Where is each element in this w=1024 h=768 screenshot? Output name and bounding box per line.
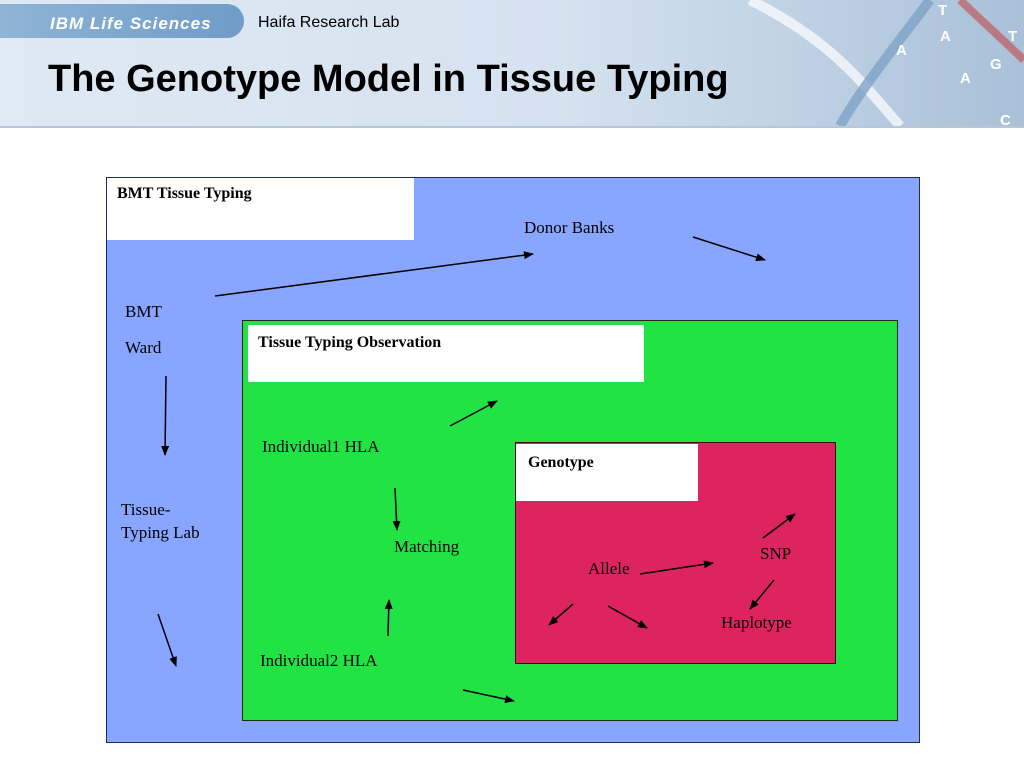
node-haplotype: Haplotype: [721, 613, 792, 632]
dna-letter: C: [1000, 112, 1011, 126]
node-tissue-typing-lab-line2: Typing Lab: [121, 523, 200, 542]
bmt-label-box: [107, 178, 414, 240]
lab-name: Haifa Research Lab: [258, 14, 400, 31]
node-allele: Allele: [588, 559, 630, 578]
dna-letter: G: [990, 56, 1002, 73]
node-snp: SNP: [760, 544, 792, 563]
node-tissue-typing-lab-line1: Tissue-: [121, 500, 171, 519]
node-donor-banks: Donor Banks: [524, 218, 615, 237]
node-matching: Matching: [394, 537, 460, 556]
dna-letter: T: [938, 2, 948, 19]
slide-header: IBM Life Sciences Haifa Research Lab T A…: [0, 0, 1024, 126]
header-divider: [0, 126, 1024, 128]
dna-letter: T: [1008, 28, 1018, 45]
page-title: The Genotype Model in Tissue Typing: [48, 58, 729, 100]
dna-helix-graphic: T A G A C T A: [600, 0, 1024, 126]
genotype-label: Genotype: [528, 454, 594, 471]
brand-text: IBM Life Sciences: [50, 14, 212, 33]
genotype-label-box: [516, 444, 698, 501]
dna-helix-icon: [747, 0, 1024, 126]
node-individual1-hla: Individual1 HLA: [262, 437, 380, 456]
node-individual2-hla: Individual2 HLA: [260, 651, 378, 670]
dna-letter: A: [896, 42, 907, 59]
tissue-typing-observation-label: Tissue Typing Observation: [258, 334, 442, 351]
dna-letter: A: [960, 70, 971, 87]
node-bmt: BMT: [125, 302, 162, 321]
bmt-tissue-typing-label: BMT Tissue Typing: [117, 185, 252, 202]
dna-letter: A: [940, 28, 951, 45]
node-ward: Ward: [125, 338, 162, 357]
ibm-brand-banner: IBM Life Sciences: [0, 4, 244, 38]
observation-label-box: [248, 325, 644, 382]
